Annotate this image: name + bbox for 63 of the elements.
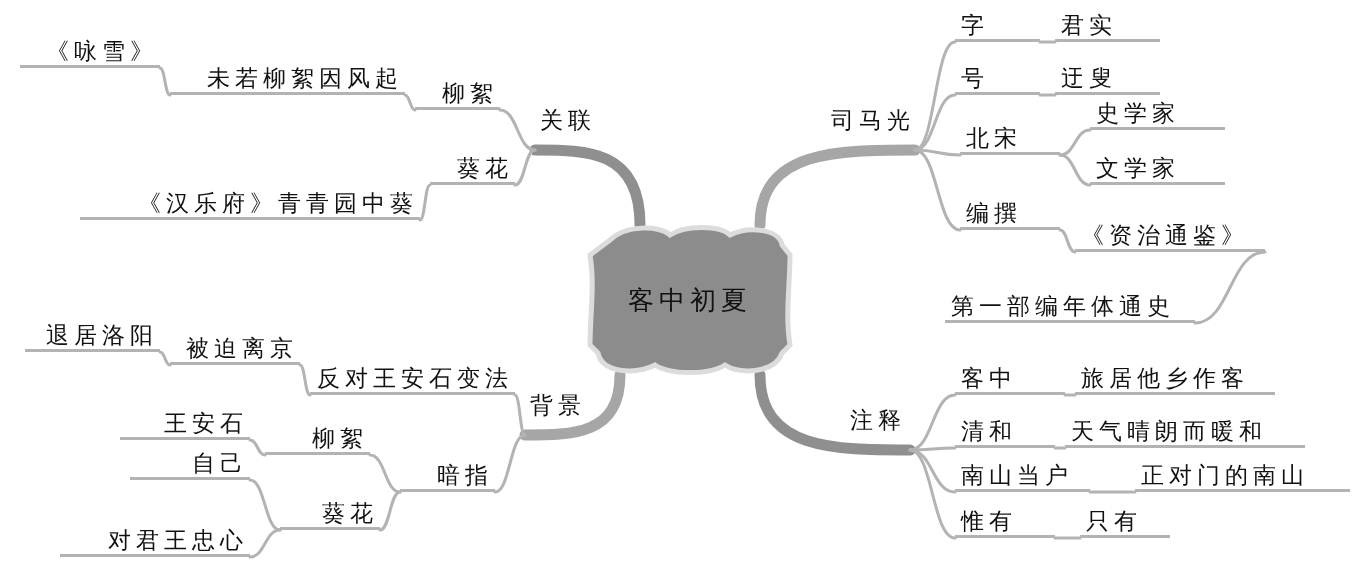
topic-label: 编撰 — [960, 200, 1060, 230]
topic-label: 文学家 — [1090, 155, 1225, 185]
topic-label: 葵花 — [280, 500, 380, 530]
topic-label: 清和 — [955, 418, 1055, 448]
branch-line — [513, 393, 527, 437]
branch-label: 背景 — [525, 385, 590, 435]
topic-label: 柳絮 — [265, 425, 370, 455]
topic-label: 客中 — [955, 365, 1065, 395]
topic-label: 未若柳絮因风起 — [170, 65, 405, 95]
branch-line — [1058, 153, 1092, 187]
branch-line — [754, 369, 916, 456]
branch-line — [378, 490, 402, 532]
branch-line — [513, 148, 537, 187]
branch-line — [493, 433, 527, 494]
topic-label: 自己 — [130, 450, 250, 480]
topic-label: 被迫离京 — [170, 335, 300, 365]
branch-line — [418, 183, 432, 222]
branch-line — [248, 528, 282, 559]
branch-line — [1063, 393, 1077, 397]
topic-label: 暗指 — [400, 462, 495, 492]
topic-label: 字 — [955, 12, 1040, 42]
topic-label: 对君王忠心 — [60, 527, 250, 557]
topic-label: 天气晴朗而暖和 — [1065, 418, 1305, 448]
branch-line — [403, 93, 417, 112]
branch-line — [248, 478, 282, 532]
branch-line — [1088, 490, 1137, 494]
branch-line — [298, 363, 312, 397]
topic-label: 正对门的南山 — [1135, 462, 1350, 492]
topic-label: 号 — [955, 65, 1040, 95]
topic-label: 反对王安石变法 — [310, 365, 515, 395]
branch-label: 司马光 — [830, 100, 915, 150]
topic-label: 北宋 — [960, 125, 1060, 155]
topic-label: 君实 — [1055, 12, 1160, 42]
branch-line — [1053, 536, 1082, 540]
branch-line — [1058, 228, 1077, 254]
topic-label: 葵花 — [430, 155, 515, 185]
branch-line — [498, 108, 537, 152]
branch-line — [368, 453, 402, 494]
topic-label: 南山当户 — [955, 462, 1090, 492]
branch-line — [1058, 128, 1092, 157]
branch-line — [248, 438, 267, 457]
branch-line — [1038, 40, 1057, 44]
branch-line — [158, 350, 172, 367]
topic-label: 迂叟 — [1055, 65, 1160, 95]
topic-label: 旅居他乡作客 — [1075, 365, 1275, 395]
topic-label: 史学家 — [1090, 100, 1225, 130]
branch-line — [754, 144, 921, 231]
topic-label: 柳絮 — [415, 80, 500, 110]
branch-line — [1193, 250, 1267, 325]
branch-label: 注释 — [845, 400, 910, 450]
topic-label: 惟有 — [955, 508, 1055, 538]
branch-line — [1053, 446, 1067, 450]
topic-label: 王安石 — [120, 410, 250, 440]
topic-label: 《汉乐府》青青园中葵 — [80, 190, 420, 220]
topic-label: 退居洛阳 — [25, 322, 160, 352]
cloud-node: 客中初夏 — [590, 225, 790, 375]
branch-label: 关联 — [535, 100, 600, 150]
topic-label: 第一部编年体通史 — [945, 293, 1195, 323]
topic-label: 只有 — [1080, 508, 1170, 538]
branch-line — [1038, 93, 1057, 97]
branch-line — [158, 66, 172, 97]
topic-label: 《资治通鉴》 — [1075, 222, 1265, 252]
topic-label: 《咏雪》 — [20, 38, 160, 68]
